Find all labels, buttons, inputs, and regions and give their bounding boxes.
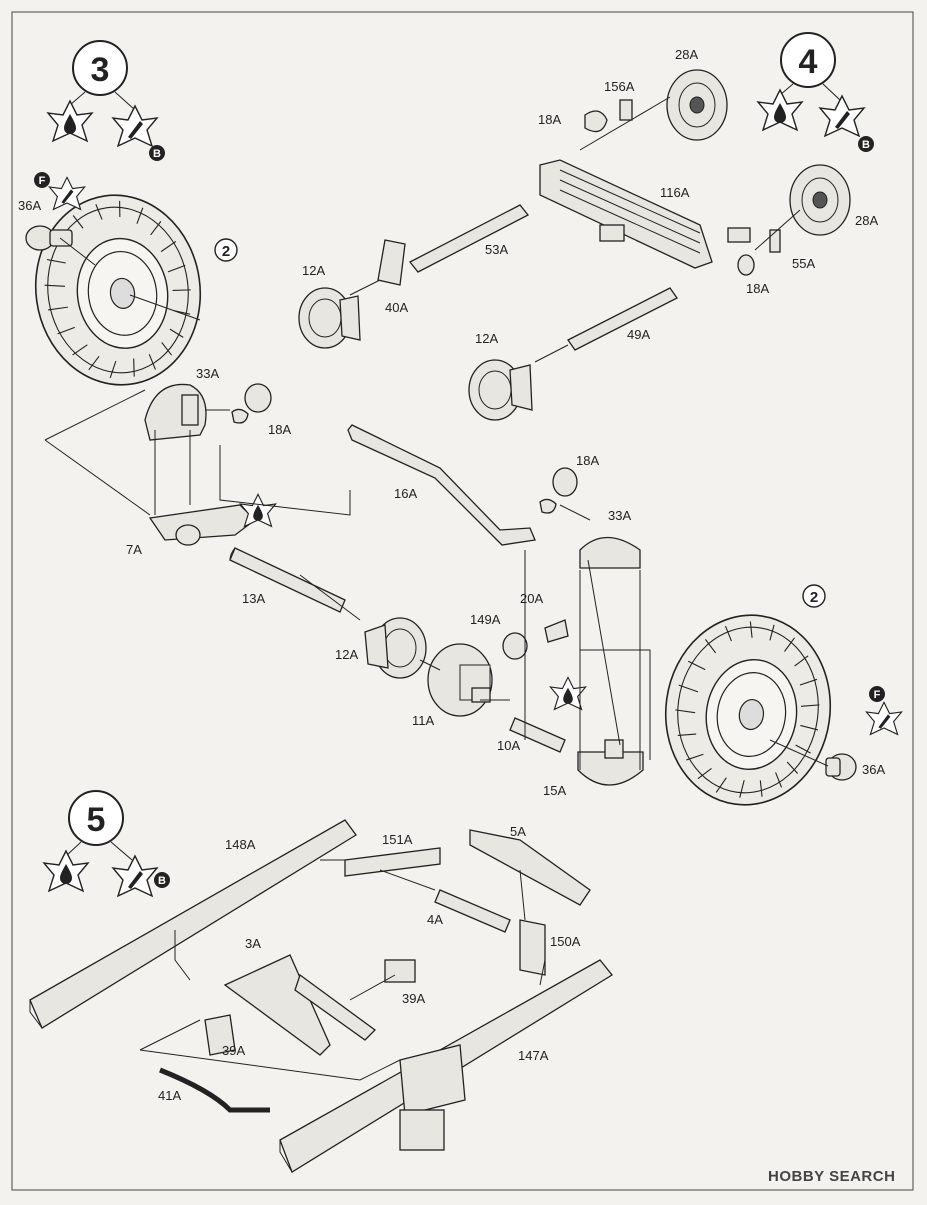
label-33a: 33A	[608, 508, 631, 523]
step-5-header: 5 B	[43, 790, 170, 897]
label-16a: 16A	[394, 486, 417, 501]
label-148a: 148A	[225, 837, 256, 852]
sheet-border	[11, 11, 914, 1191]
axle-shaft-49a	[567, 287, 678, 351]
glue-icon	[239, 493, 277, 527]
label-18a: 18A	[538, 112, 561, 127]
step-number: 5	[87, 801, 106, 839]
paint-icon	[819, 95, 865, 137]
paint-badge-f: F	[39, 175, 46, 187]
diff-cover-12a-b	[468, 359, 533, 421]
front-right-wheel	[652, 603, 844, 817]
label-11a: 11A	[412, 713, 434, 728]
paint-badge: B	[862, 139, 870, 151]
step-number: 3	[91, 51, 110, 89]
step-3-header: 3 B	[47, 40, 165, 161]
brake-drum-28a-right	[789, 164, 851, 236]
paint-icon	[865, 701, 903, 735]
label-5a: 5A	[510, 824, 526, 839]
glue-icon	[43, 850, 89, 892]
label-156a: 156A	[604, 79, 635, 94]
label-18a: 18A	[746, 281, 769, 296]
label-147a: 147A	[518, 1048, 549, 1063]
label-150a: 150A	[550, 934, 581, 949]
hub-cap-36a-right	[769, 739, 857, 781]
diff-cover-12a-a	[298, 287, 361, 349]
label-33a: 33A	[196, 366, 219, 381]
label-28a: 28A	[675, 47, 698, 62]
leaf-spring-116a	[539, 159, 713, 269]
label-12a: 12A	[335, 647, 358, 662]
axle-tube-13a	[229, 547, 346, 613]
label-7a: 7A	[126, 542, 142, 557]
step-number: 4	[799, 43, 818, 81]
pinion-149a	[502, 632, 528, 660]
label-149a: 149A	[470, 612, 501, 627]
sway-bar-41a	[159, 1067, 270, 1113]
glue-icon	[757, 89, 803, 131]
paint-icon	[48, 176, 86, 210]
label-41a: 41A	[158, 1088, 181, 1103]
brake-drum-28a-top	[666, 69, 728, 141]
hub-cap-36a	[25, 225, 96, 266]
label-4a: 4A	[427, 912, 443, 927]
label-12a: 12A	[302, 263, 325, 278]
front-left-wheel	[22, 183, 214, 397]
paint-badge: B	[158, 875, 166, 887]
crossmember-4a	[434, 889, 511, 933]
label-3a: 3A	[245, 936, 261, 951]
label-49a: 49A	[627, 327, 650, 342]
label-55a: 55A	[792, 256, 815, 271]
label-12a: 12A	[475, 331, 498, 346]
paint-icon	[112, 105, 158, 147]
knuckle-33a-right	[539, 467, 641, 569]
differential-11a	[427, 643, 493, 717]
label-18a: 18A	[268, 422, 291, 437]
diff-cover-12a-center	[364, 617, 427, 679]
label-39a: 39A	[402, 991, 425, 1006]
crossmember-3a	[223, 954, 376, 1056]
label-40a: 40A	[385, 300, 408, 315]
quantity-badge: 2	[222, 243, 230, 260]
crossmember-150a	[519, 919, 546, 976]
label-13a: 13A	[242, 591, 265, 606]
paint-badge-f: F	[874, 689, 881, 701]
label-20a: 20A	[520, 591, 543, 606]
label-39a: 39A	[222, 1043, 245, 1058]
frame-rail-148a	[29, 819, 357, 1029]
axle-shaft-53a	[377, 204, 530, 286]
paint-icon	[112, 855, 158, 897]
label-116a: 116A	[660, 185, 690, 200]
knuckle-15a	[577, 739, 644, 786]
tie-rod-16a	[347, 424, 536, 546]
crossmember-5a	[469, 829, 591, 906]
pinion-shaft-10a	[509, 717, 566, 753]
label-18a: 18A	[576, 453, 599, 468]
label-36a: 36A	[18, 198, 41, 213]
label-53a: 53A	[485, 242, 508, 257]
bracket-20a	[544, 619, 569, 643]
steering-arm-7a	[148, 504, 256, 546]
part-labels: 28A 156A 18A 116A 28A 55A 18A 49A 53A 12…	[18, 47, 885, 1103]
step-4-header: 4 B	[757, 32, 874, 152]
label-151a: 151A	[382, 832, 413, 847]
watermark: HOBBY SEARCH	[768, 1168, 896, 1185]
steering-knuckle-33a-left	[144, 383, 207, 441]
label-36a: 36A	[862, 762, 885, 777]
kingpin-18a	[231, 383, 272, 424]
crossmember-151a	[344, 847, 441, 877]
mount-plate	[399, 1044, 466, 1151]
label-28a: 28A	[855, 213, 878, 228]
quantity-badge: 2	[810, 589, 818, 606]
label-15a: 15A	[543, 783, 566, 798]
paint-badge: B	[153, 148, 161, 160]
shock-parts	[584, 99, 781, 276]
glue-icon	[47, 100, 93, 142]
label-10a: 10A	[497, 738, 520, 753]
